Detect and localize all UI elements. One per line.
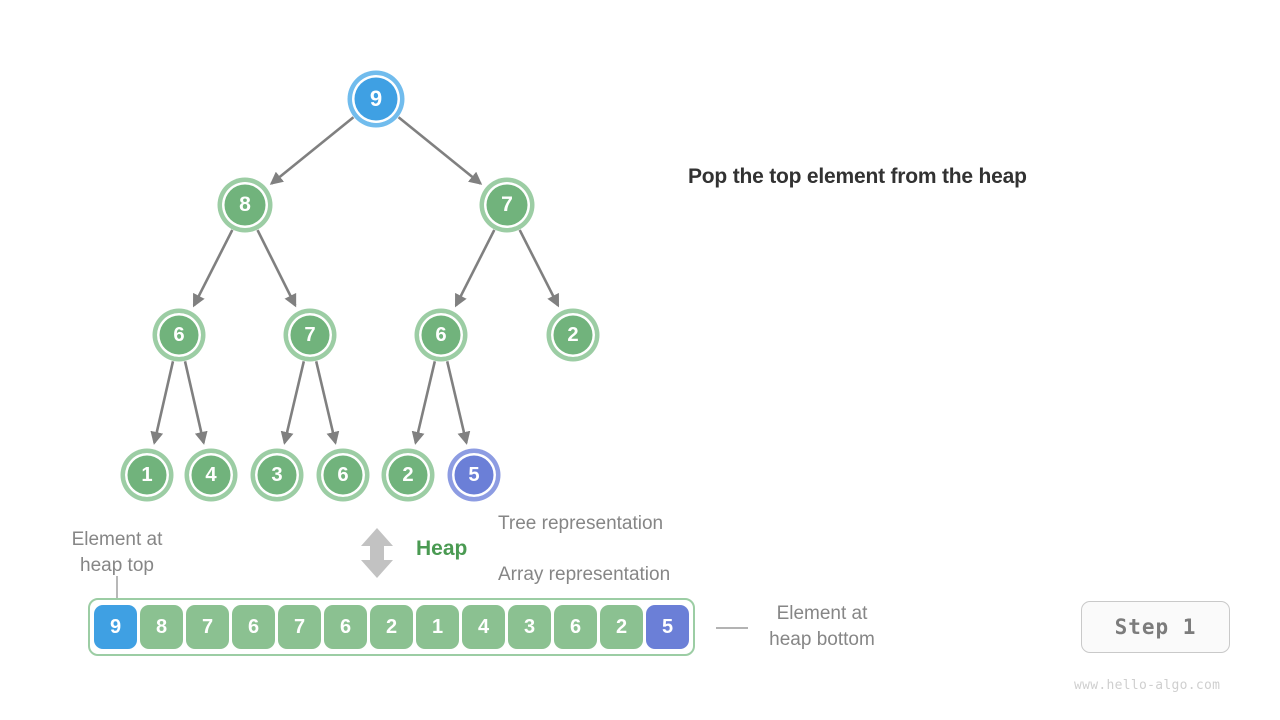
tree-node-value: 7 (501, 193, 513, 217)
annotation-heap-bottom-line2: heap bottom (769, 629, 875, 651)
tree-edge-n0-n2 (397, 116, 483, 185)
tree-node-n9: 3 (255, 453, 299, 497)
tree-node-value: 4 (205, 463, 217, 486)
array-cell: 2 (370, 605, 413, 649)
array-cell: 6 (232, 605, 275, 649)
array-cell: 7 (278, 605, 321, 649)
tree-node-value: 9 (369, 85, 383, 111)
array-cell-value: 7 (293, 615, 306, 638)
tree-edge-n4-n9 (280, 360, 306, 445)
array-cell-value: 9 (109, 615, 122, 638)
array-cell-value: 3 (523, 615, 536, 638)
tree-node-value: 8 (239, 193, 251, 217)
array-cell: 8 (140, 605, 183, 649)
tree-edge-n5-n12 (445, 360, 471, 445)
tree-node-n11: 2 (386, 453, 430, 497)
tree-node-value: 3 (271, 463, 283, 486)
tree-node-n0: 9 (352, 75, 400, 123)
annotation-heap-top-line2: heap top (80, 555, 154, 577)
array-cell-value: 6 (339, 615, 352, 638)
array-cell: 6 (324, 605, 367, 649)
heap-label: Heap (416, 537, 468, 560)
annotation-heap-bottom-line1: Element at (776, 603, 868, 624)
tree-edge-n3-n7 (150, 361, 175, 445)
array-cell-value: 6 (569, 615, 582, 638)
tree-node-n10: 6 (321, 453, 365, 497)
tree-edge-n2-n6 (518, 229, 560, 308)
annotation-heap-top-line1: Element at (71, 529, 163, 550)
tree-edge-n1-n3 (192, 229, 234, 308)
tree-node-n8: 4 (189, 453, 233, 497)
array-cell: 3 (508, 605, 551, 649)
array-cell: 7 (186, 605, 229, 649)
tree-edge-n4-n10 (314, 360, 340, 445)
watermark: www.hello-algo.com (1074, 678, 1221, 693)
array-cell-value: 8 (155, 615, 168, 638)
array-cell: 1 (416, 605, 459, 649)
tree-node-n3: 6 (157, 313, 201, 357)
tree-node-value: 7 (304, 323, 316, 346)
step-badge: Step 1 (1081, 601, 1230, 653)
tree-node-n4: 7 (288, 313, 332, 357)
tree-node-value: 6 (435, 323, 447, 346)
tree-node-value: 6 (173, 323, 185, 346)
array-cell: 6 (554, 605, 597, 649)
tree-edge-n5-n11 (411, 360, 437, 445)
up-down-arrow-icon (355, 527, 399, 579)
tree-edge-n3-n8 (183, 361, 208, 445)
array-cell-value: 2 (615, 615, 628, 638)
array-cell: 2 (600, 605, 643, 649)
tree-edges (150, 116, 560, 445)
array-cell-value: 4 (477, 615, 490, 638)
page-title: Pop the top element from the heap (688, 165, 1027, 188)
array-cell: 9 (94, 605, 137, 649)
array-representation-label: Array representation (498, 564, 671, 585)
tree-node-value: 6 (337, 463, 349, 486)
tree-representation-label: Tree representation (498, 513, 664, 534)
tree-node-value: 1 (141, 463, 153, 486)
array-cell: 5 (646, 605, 689, 649)
array-representation: 9 8 7 6 7 6 2 1 4 3 6 2 5 (88, 598, 695, 656)
tree-node-n5: 6 (419, 313, 463, 357)
tree-node-n7: 1 (125, 453, 169, 497)
array-cell: 4 (462, 605, 505, 649)
tree-node-n1: 8 (222, 182, 268, 228)
tree-node-n6: 2 (551, 313, 595, 357)
tree-node-value: 2 (402, 463, 414, 486)
array-cell-value: 2 (385, 615, 398, 638)
tree-edge-n1-n4 (256, 229, 297, 308)
annotation-heap-bottom: Element at heap bottom (752, 601, 892, 653)
tree-node-n12: 5 (452, 453, 496, 497)
annotation-heap-top: Element at heap top (61, 527, 173, 579)
tree-node-value: 5 (468, 463, 480, 486)
array-cell-value: 7 (201, 615, 214, 638)
tree-edge-n2-n5 (454, 229, 496, 308)
tree-node-n2: 7 (484, 182, 530, 228)
tree-node-value: 2 (567, 323, 579, 346)
array-cell-value: 1 (431, 615, 444, 638)
array-cell-value: 6 (247, 615, 260, 638)
array-cell-value: 5 (661, 615, 674, 638)
tree-edge-n0-n1 (269, 116, 355, 185)
